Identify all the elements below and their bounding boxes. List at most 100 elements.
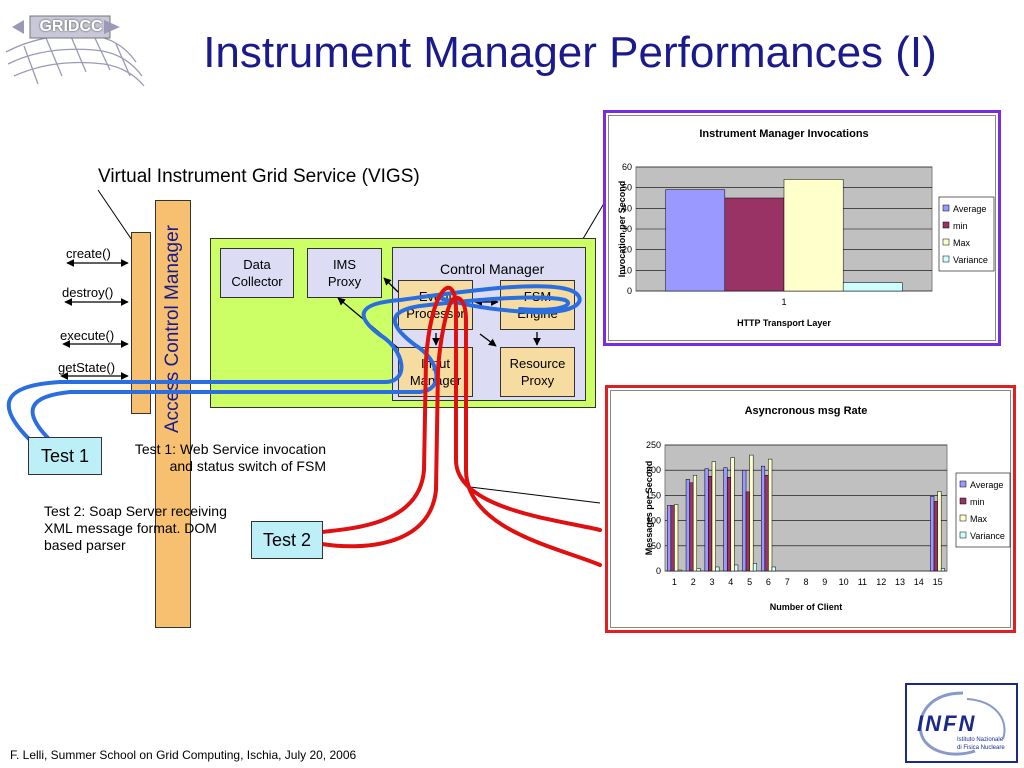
bar-min [689,482,694,572]
bar-max [730,457,735,572]
legend-swatch [942,238,950,246]
legend-item: Max [970,514,988,524]
bar-min [670,505,675,572]
bar-average [742,469,747,572]
bar-average [704,468,709,572]
bar-variance [940,568,945,572]
vigs-label: Virtual Instrument Grid Service (VIGS) [98,166,420,187]
bar-min [724,197,785,292]
legend-item: Average [970,480,1003,490]
bar-variance [771,566,776,572]
x-tick-label: 8 [803,577,808,587]
infn-sub2: di Fisica Nucleare [957,745,1005,751]
y-tick-label: 30 [622,224,632,234]
bar-min [708,475,713,572]
bar-max [768,458,773,572]
bar-max [711,461,716,572]
bar-variance [696,568,701,572]
bar-max [783,179,844,292]
x-tick-label: 5 [747,577,752,587]
bar-average [665,189,726,292]
bar-min [933,501,938,572]
y-tick-label: 150 [646,490,661,500]
legend-swatch [959,514,967,522]
infn-swirl-icon [918,691,1006,756]
bar-max [937,491,942,572]
bar-max [749,454,754,572]
x-axis-label: Number of Client [770,602,843,612]
control-manager-label: Control Manager [440,261,545,277]
acm-panel [155,200,191,628]
bar-average [685,479,690,572]
y-tick-label: 40 [622,203,632,213]
bar-average [761,465,766,572]
legend-item: Variance [970,531,1005,541]
x-tick-label: 1 [781,297,786,307]
ims-proxy-box: IMS Proxy [307,248,382,298]
method-destroy: destroy() [62,285,114,300]
y-tick-label: 50 [651,541,661,551]
bar-min [764,474,769,572]
test2-box: Test 2 [251,521,323,559]
y-tick-label: 0 [627,286,632,296]
legend-swatch [959,480,967,488]
y-axis-label: Messages per Second [644,461,654,556]
bar-min [745,491,750,572]
data-collector-box: Data Collector [220,248,294,298]
legend-swatch [942,221,950,229]
y-tick-label: 0 [656,566,661,576]
x-tick-label: 1 [672,577,677,587]
x-tick-label: 12 [876,577,886,587]
infn-sub1: Istituto Nazionale [957,737,1004,743]
infn-logo: INFN Istituto Nazionale di Fisica Nuclea… [905,683,1018,763]
x-tick-label: 13 [895,577,905,587]
test1-description: Test 1: Web Service invocation and statu… [134,441,326,474]
legend-item: min [953,221,968,231]
method-getstate: getState() [58,360,116,375]
legend-item: min [970,497,985,507]
bar-variance [842,282,903,292]
x-tick-label: 3 [709,577,714,587]
test1-box: Test 1 [28,437,102,475]
y-tick-label: 20 [622,245,632,255]
x-tick-label: 11 [858,577,867,587]
y-tick-label: 50 [622,183,632,193]
bar-variance [752,563,757,572]
x-tick-label: 6 [766,577,771,587]
x-tick-label: 4 [728,577,733,587]
legend-item: Variance [953,255,988,265]
chart-title: Instrument Manager Invocations [699,128,868,140]
bar-variance [734,564,739,572]
y-tick-label: 10 [622,265,632,275]
x-axis-label: HTTP Transport Layer [737,318,831,328]
x-tick-label: 2 [691,577,696,587]
bar-average [930,496,935,572]
legend-swatch [959,497,967,505]
page-title: Instrument Manager Performances (I) [203,28,937,77]
legend-swatch [959,531,967,539]
acm-bar [131,232,151,414]
x-tick-label: 10 [839,577,849,587]
y-axis-label: Invocation per Second [617,181,627,278]
y-tick-label: 60 [622,162,632,172]
bar-max [692,474,698,572]
legend-swatch [942,204,950,212]
legend-item: Max [953,238,971,248]
bar-average [723,467,728,572]
legend-item: Average [953,204,986,214]
method-create: create() [66,246,111,261]
y-tick-label: 250 [646,440,661,450]
resource-proxy-box: Resource Proxy [500,347,575,397]
gridcc-logo-text: GRIDCC [39,18,103,35]
infn-brand: INFN [917,711,977,736]
chart1-svg: Instrument Manager Invocations 0 10 20 30 40 5… [617,128,995,328]
legend-swatch [942,255,950,263]
y-tick-label: 100 [646,516,661,526]
method-execute: execute() [60,328,115,343]
x-tick-label: 14 [914,577,924,587]
gridcc-logo: GRIDCC [4,6,146,90]
bar-max [674,504,679,572]
